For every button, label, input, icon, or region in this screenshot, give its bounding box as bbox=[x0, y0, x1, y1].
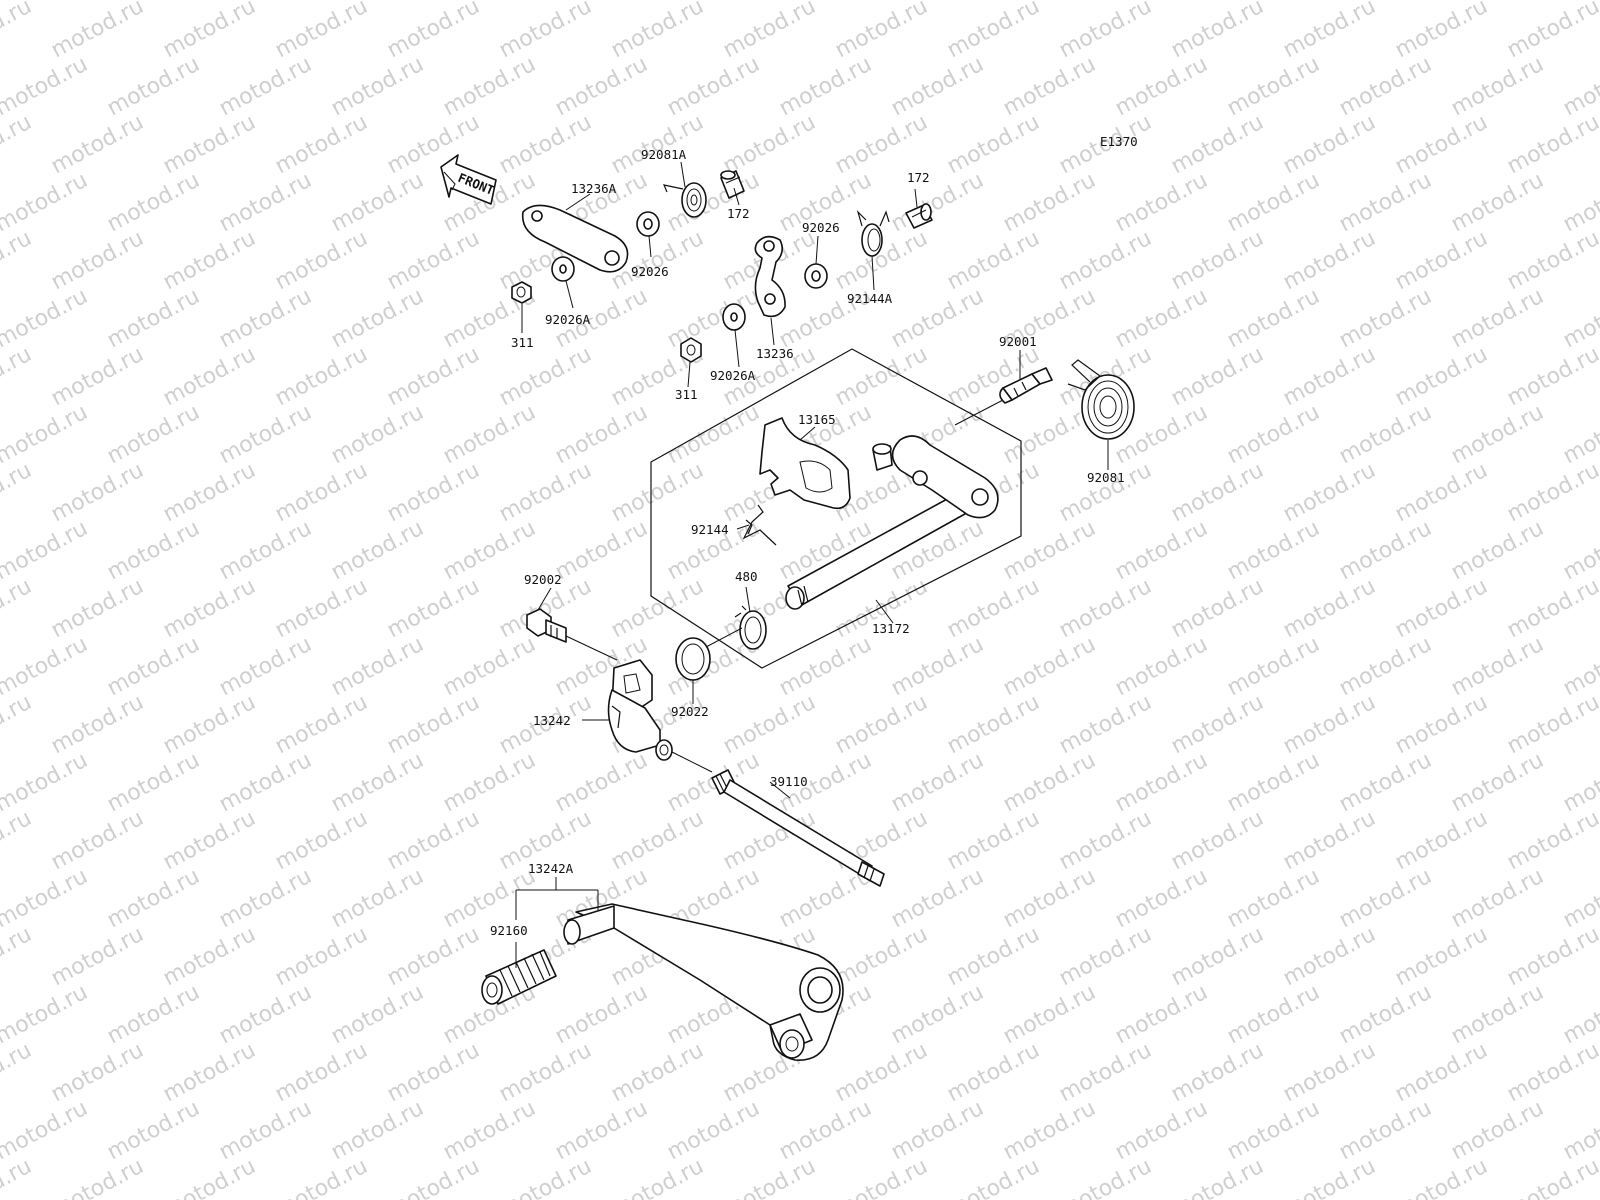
part-92081-spring bbox=[1067, 359, 1135, 440]
label-172-b: 172 bbox=[907, 170, 930, 185]
label-311-b: 311 bbox=[675, 387, 698, 402]
part-92160-rubber bbox=[481, 949, 557, 1005]
label-13172: 13172 bbox=[872, 621, 910, 636]
label-92001: 92001 bbox=[999, 334, 1037, 349]
label-13236A: 13236A bbox=[571, 181, 617, 196]
part-311-nut-b bbox=[680, 337, 702, 363]
label-92022: 92022 bbox=[671, 704, 709, 719]
leader-lines bbox=[515, 161, 1109, 968]
part-92026-washer-a bbox=[636, 211, 660, 237]
label-172-a: 172 bbox=[727, 206, 750, 221]
part-labels: 92081A 13236A 172 92026 92026 172 92144A… bbox=[490, 147, 1125, 938]
shift-shaft-box bbox=[650, 348, 1022, 669]
part-172-pin-a bbox=[720, 170, 745, 199]
part-13242A-pedal bbox=[563, 903, 844, 1061]
connector-13242-39110 bbox=[671, 751, 713, 773]
part-13236A bbox=[521, 204, 629, 273]
label-13165: 13165 bbox=[798, 412, 836, 427]
label-92026-b: 92026 bbox=[802, 220, 840, 235]
label-92026A-b: 92026A bbox=[710, 368, 756, 383]
part-92002-bolt bbox=[526, 608, 618, 661]
label-480: 480 bbox=[735, 569, 758, 584]
part-39110-rod bbox=[711, 769, 885, 887]
connector-92022-480 bbox=[705, 627, 743, 648]
diagram-code: E1370 bbox=[1100, 134, 1138, 149]
label-311-a: 311 bbox=[511, 335, 534, 350]
part-13172-shaft bbox=[785, 435, 999, 610]
label-92026A-a: 92026A bbox=[545, 312, 591, 327]
part-311-nut-a bbox=[511, 281, 532, 304]
part-480-circlip bbox=[734, 605, 767, 650]
part-13242-clamp bbox=[607, 659, 673, 761]
part-13165 bbox=[759, 417, 851, 510]
label-39110: 39110 bbox=[770, 774, 808, 789]
label-92081: 92081 bbox=[1087, 470, 1125, 485]
label-92026-a: 92026 bbox=[631, 264, 669, 279]
part-92022-washer bbox=[675, 637, 711, 681]
part-92144-spring bbox=[742, 504, 777, 546]
label-92081A: 92081A bbox=[641, 147, 687, 162]
part-172-pin-b bbox=[905, 203, 933, 229]
label-92144: 92144 bbox=[691, 522, 729, 537]
part-92144A-spring bbox=[856, 209, 890, 257]
label-92144A: 92144A bbox=[847, 291, 893, 306]
part-92026-washer-b bbox=[804, 263, 828, 289]
label-92160: 92160 bbox=[490, 923, 528, 938]
label-92002: 92002 bbox=[524, 572, 562, 587]
part-92026A-washer-b bbox=[722, 303, 746, 331]
part-92001-bolt bbox=[954, 367, 1053, 426]
front-arrow: FRONT bbox=[440, 154, 497, 205]
label-13242A: 13242A bbox=[528, 861, 574, 876]
part-13236 bbox=[754, 235, 786, 318]
label-13242: 13242 bbox=[533, 713, 571, 728]
part-92081A-spring bbox=[662, 182, 707, 218]
part-92026A-washer-a bbox=[551, 256, 575, 282]
label-13236: 13236 bbox=[756, 346, 794, 361]
